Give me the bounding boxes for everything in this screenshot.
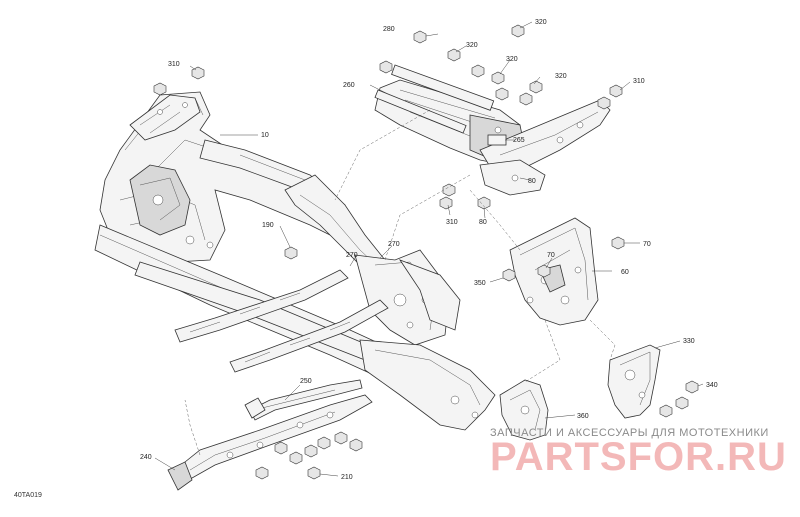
- lower-arm-240: [167, 394, 373, 491]
- callout-310: 310: [633, 78, 645, 85]
- lower-crossmembers: [174, 269, 389, 373]
- callout-330: 330: [683, 338, 695, 345]
- callout-190: 190: [262, 222, 274, 229]
- callout-280: 280: [383, 26, 395, 33]
- bracket-60: [509, 217, 599, 326]
- bracket-360: [499, 379, 549, 441]
- callout-265: 265: [513, 137, 525, 144]
- rod-250: [244, 379, 363, 421]
- callout-leaders: [154, 21, 704, 477]
- callout-340: 340: [706, 382, 718, 389]
- callout-320: 320: [466, 42, 478, 49]
- callout-360: 360: [577, 413, 589, 420]
- callout-250: 250: [300, 378, 312, 385]
- callout-70: 70: [643, 241, 651, 248]
- bracket-330: [607, 344, 661, 419]
- callout-270: 270: [388, 241, 400, 248]
- guide-lines: [184, 109, 616, 456]
- watermark-subtitle: ЗАПЧАСТИ И АКСЕССУАРЫ ДЛЯ МОТОТЕХНИКИ: [490, 427, 769, 439]
- callout-320: 320: [535, 19, 547, 26]
- callout-labels: 10 310 280 320 320 320 320 260 310 265 8…: [140, 19, 718, 481]
- callout-350: 350: [474, 280, 486, 287]
- watermark: ЗАПЧАСТИ И АКСЕССУАРЫ ДЛЯ МОТОТЕХНИКИ PA…: [490, 427, 787, 479]
- callout-310: 310: [446, 219, 458, 226]
- callout-240: 240: [140, 454, 152, 461]
- callout-260: 260: [343, 82, 355, 89]
- fasteners: [153, 24, 699, 480]
- rear-subframe: [374, 64, 611, 196]
- callout-80: 80: [528, 178, 536, 185]
- watermark-brand: PARTSFOR.RU: [490, 435, 787, 479]
- callout-60: 60: [621, 269, 629, 276]
- callout-310: 310: [168, 61, 180, 68]
- callout-320: 320: [555, 73, 567, 80]
- callout-320: 320: [506, 56, 518, 63]
- callout-10: 10: [261, 132, 269, 139]
- figure-code: 40TA019: [14, 492, 42, 499]
- callout-270: 270: [346, 252, 358, 259]
- main-frame: [94, 91, 496, 431]
- callout-80: 80: [479, 219, 487, 226]
- callout-210: 210: [341, 474, 353, 481]
- callout-70: 70: [547, 252, 555, 259]
